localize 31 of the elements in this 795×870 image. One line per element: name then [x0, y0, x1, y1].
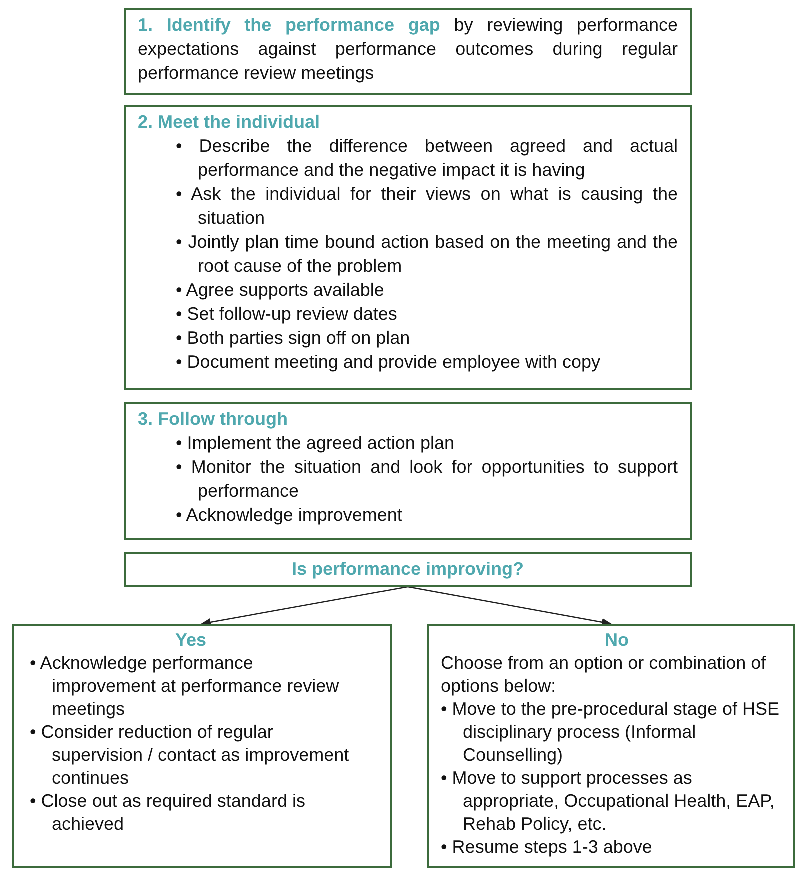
bullet-item: • Consider reduction of regular supervision / contact as improvement continues	[30, 721, 350, 790]
bullet-item: • Acknowledge improvement	[176, 504, 404, 527]
step-box	[427, 624, 795, 868]
step-text: 1. Identify the performance gap by reviewing performance expectations against performance outcomes during regular performance review meetings	[138, 14, 678, 85]
bullet-item: • Move to support processes as appropriate, Occupational Health, EAP, Rehab Policy, etc.	[441, 767, 776, 836]
bullet-item: • Acknowledge performance improvement at performance review meetings	[30, 652, 340, 721]
bullet-item: • Close out as required standard is achieved	[30, 790, 306, 836]
step-heading: 3. Follow through	[138, 408, 289, 431]
bullet-item: • Both parties sign off on plan	[176, 327, 412, 350]
arrow	[408, 586, 612, 626]
bullet-item: • Monitor the situation and look for opportunities to support performance	[176, 456, 678, 503]
step-box	[124, 552, 692, 587]
intro-text: Choose from an option or combination of options below:	[441, 652, 768, 698]
bullet-item: • Document meeting and provide employee with copy	[176, 351, 602, 374]
bullet-item: • Describe the difference between agreed and actual performance and the negative impact it is having	[176, 135, 678, 182]
step-heading: 2. Meet the individual	[138, 111, 322, 134]
question-text: Is performance improving?	[290, 558, 526, 581]
outcome-heading: Yes	[174, 629, 208, 652]
step-box	[12, 624, 392, 868]
bullet-item: • Set follow-up review dates	[176, 303, 398, 326]
bullet-item: • Move to the pre-procedural stage of HSE disciplinary process (Informal Counselling)	[441, 698, 780, 767]
outcome-heading: No	[604, 629, 630, 652]
bullet-item: • Resume steps 1-3 above	[441, 836, 654, 859]
arrow	[201, 586, 408, 626]
bullet-item: • Ask the individual for their views on what is causing the situation	[176, 183, 678, 230]
step-box	[124, 402, 692, 540]
step-box	[124, 105, 692, 390]
bullet-item: • Agree supports available	[176, 279, 386, 302]
bullet-item: • Jointly plan time bound action based on the meeting and the root cause of the problem	[176, 231, 678, 278]
step-box	[124, 8, 692, 95]
bullet-item: • Implement the agreed action plan	[176, 432, 456, 455]
